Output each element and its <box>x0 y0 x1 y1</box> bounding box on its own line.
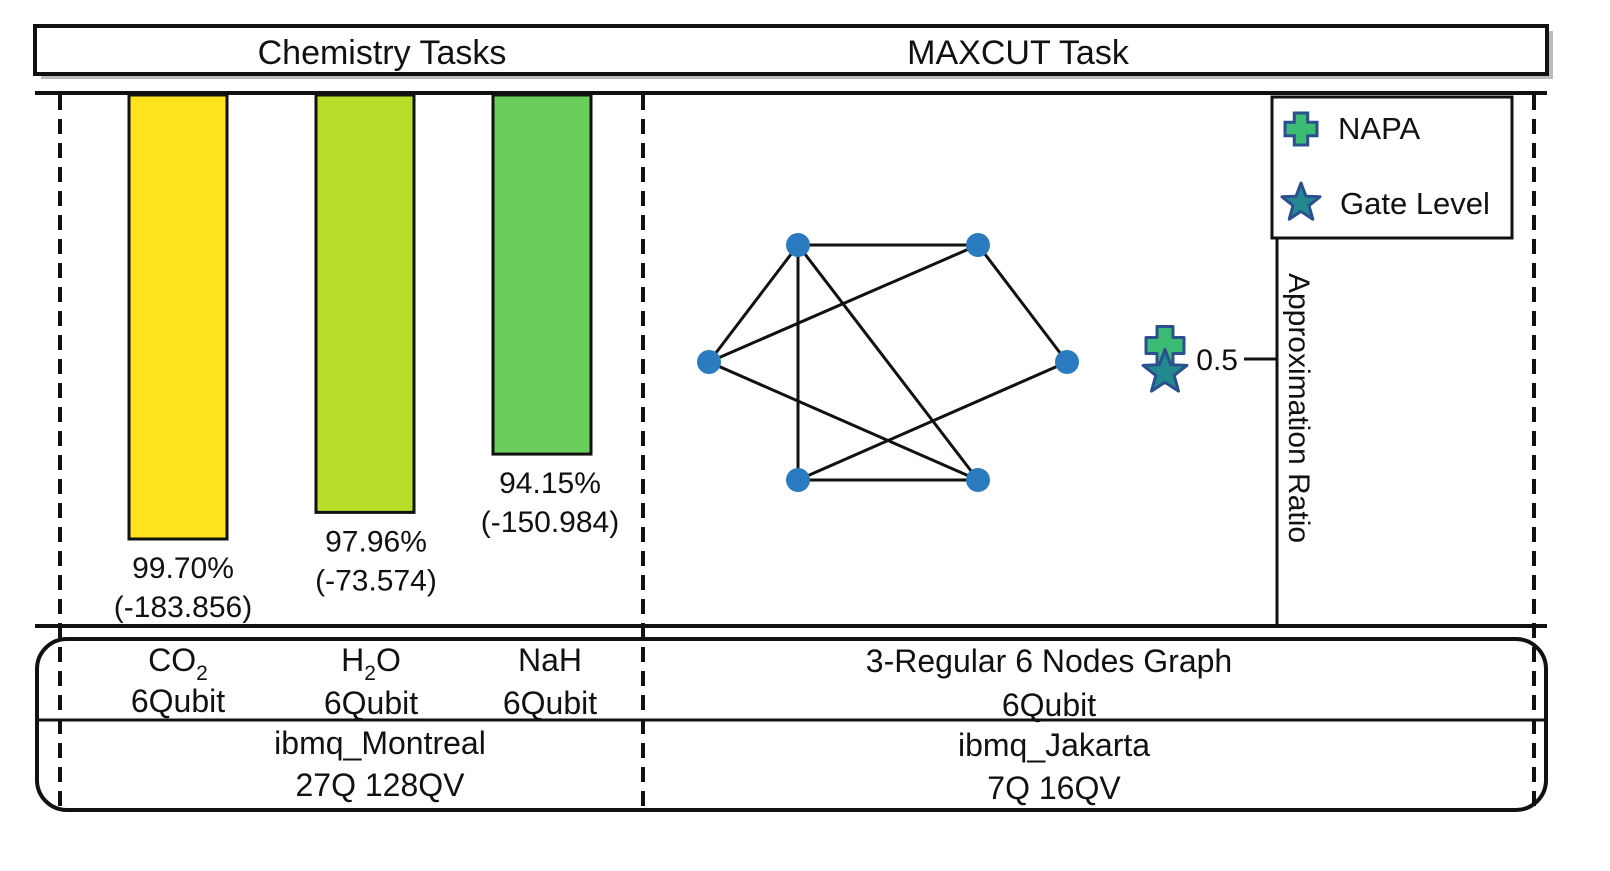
graph-edge <box>797 360 1068 482</box>
machine-right-spec: 7Q 16QV <box>987 770 1121 806</box>
task-co2-qubits: 6Qubit <box>131 683 225 719</box>
legend-label-napa: NAPA <box>1338 111 1420 146</box>
bar-chart: 99.70% (-183.856) 97.96% (-73.574) 94.15% (-1… <box>114 93 619 624</box>
graph-edge <box>708 360 979 482</box>
task-maxcut-name: 3-Regular 6 Nodes Graph <box>866 643 1232 679</box>
legend-star-icon <box>1280 181 1322 221</box>
task-info-box <box>35 637 1548 812</box>
task-h2o-suffix: O <box>376 642 401 678</box>
bar-co2 <box>127 93 229 541</box>
legend-items <box>1280 111 1322 221</box>
graph-node <box>966 233 990 257</box>
header-left-title: Chemistry Tasks <box>258 34 507 72</box>
approx-axis-label: Approximation Ratio <box>1282 273 1315 543</box>
header-box <box>33 24 1549 76</box>
task-h2o-subscript: 2 <box>364 662 376 685</box>
marker-star <box>1141 348 1189 393</box>
graph-node <box>786 233 810 257</box>
task-h2o-base: H <box>341 642 364 678</box>
machine-right-name: ibmq_Jakarta <box>958 727 1150 763</box>
task-nah-qubits: 6Qubit <box>503 685 597 721</box>
task-co2-base: CO <box>148 642 196 678</box>
bar-h2o <box>314 93 416 514</box>
graph-edge <box>976 244 1069 363</box>
header-right-title: MAXCUT Task <box>907 34 1130 72</box>
task-h2o-qubits: 6Qubit <box>324 685 418 721</box>
graph-edge <box>796 244 980 481</box>
bar-value-label: 94.15% <box>499 467 601 500</box>
task-h2o-name: H2O <box>341 642 401 685</box>
graph-edges <box>707 243 1069 482</box>
machine-left-name: ibmq_Montreal <box>274 725 486 761</box>
scatter-markers <box>1141 325 1189 393</box>
graph-edge <box>708 243 979 364</box>
legend-label-gate-level: Gate Level <box>1340 186 1490 221</box>
bar-energy-label: (-150.984) <box>481 506 619 539</box>
bar-energy-label: (-73.574) <box>315 564 437 597</box>
graph-node <box>966 468 990 492</box>
graph-edge <box>707 244 800 363</box>
bar-energy-label: (-183.856) <box>114 591 252 624</box>
graph-node <box>786 468 810 492</box>
machine-left-spec: 27Q 128QV <box>296 767 466 803</box>
graph-nodes <box>697 233 1079 492</box>
bar-value-label: 99.70% <box>132 552 234 585</box>
task-nah-name: NaH <box>518 642 582 678</box>
bar-nah <box>491 93 593 456</box>
task-co2-name: CO2 <box>148 642 208 685</box>
graph-node <box>697 350 721 374</box>
graph-node <box>1055 350 1079 374</box>
bar-value-label: 97.96% <box>325 525 427 558</box>
approx-axis-tick-label: 0.5 <box>1196 344 1238 377</box>
task-co2-subscript: 2 <box>196 662 208 685</box>
task-maxcut-qubits: 6Qubit <box>1002 687 1096 723</box>
legend-plus-icon <box>1283 111 1319 147</box>
